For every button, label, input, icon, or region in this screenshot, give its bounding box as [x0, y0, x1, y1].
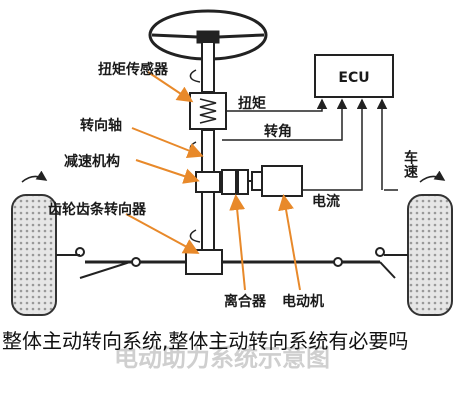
torque-sensor: [189, 92, 227, 130]
label-clutch: 离合器: [224, 293, 267, 310]
left-tire: [11, 170, 80, 316]
label-current: 电流: [312, 193, 340, 210]
steering-column: [189, 41, 215, 251]
rack-assembly: [75, 247, 396, 279]
label-reducer: 减速机构: [64, 153, 120, 170]
label-vehicle-speed: 车速: [402, 149, 418, 179]
label-torque-sensor: 扭矩传感器: [98, 61, 169, 78]
clutch: [220, 169, 249, 195]
ecu-label: ECU: [338, 70, 369, 86]
label-torque: 扭矩: [238, 95, 266, 112]
callout-arrows: [125, 71, 301, 291]
signal-lines: [222, 98, 398, 191]
page-caption: 整体主动转向系统,整体主动转向系统有必要吗: [2, 329, 409, 353]
label-rack-pinion: 齿轮齿条转向器: [48, 201, 147, 218]
right-tire: [384, 170, 453, 316]
label-steering-angle: 转角: [264, 123, 292, 140]
label-motor: 电动机: [282, 293, 324, 310]
diagram-watermark: 电动助力系统示意图: [114, 344, 330, 372]
reducer-box: [195, 171, 221, 193]
label-steering-shaft: 转向轴: [80, 117, 122, 134]
electric-motor: [248, 165, 303, 197]
ecu-unit: ECU: [314, 54, 394, 98]
